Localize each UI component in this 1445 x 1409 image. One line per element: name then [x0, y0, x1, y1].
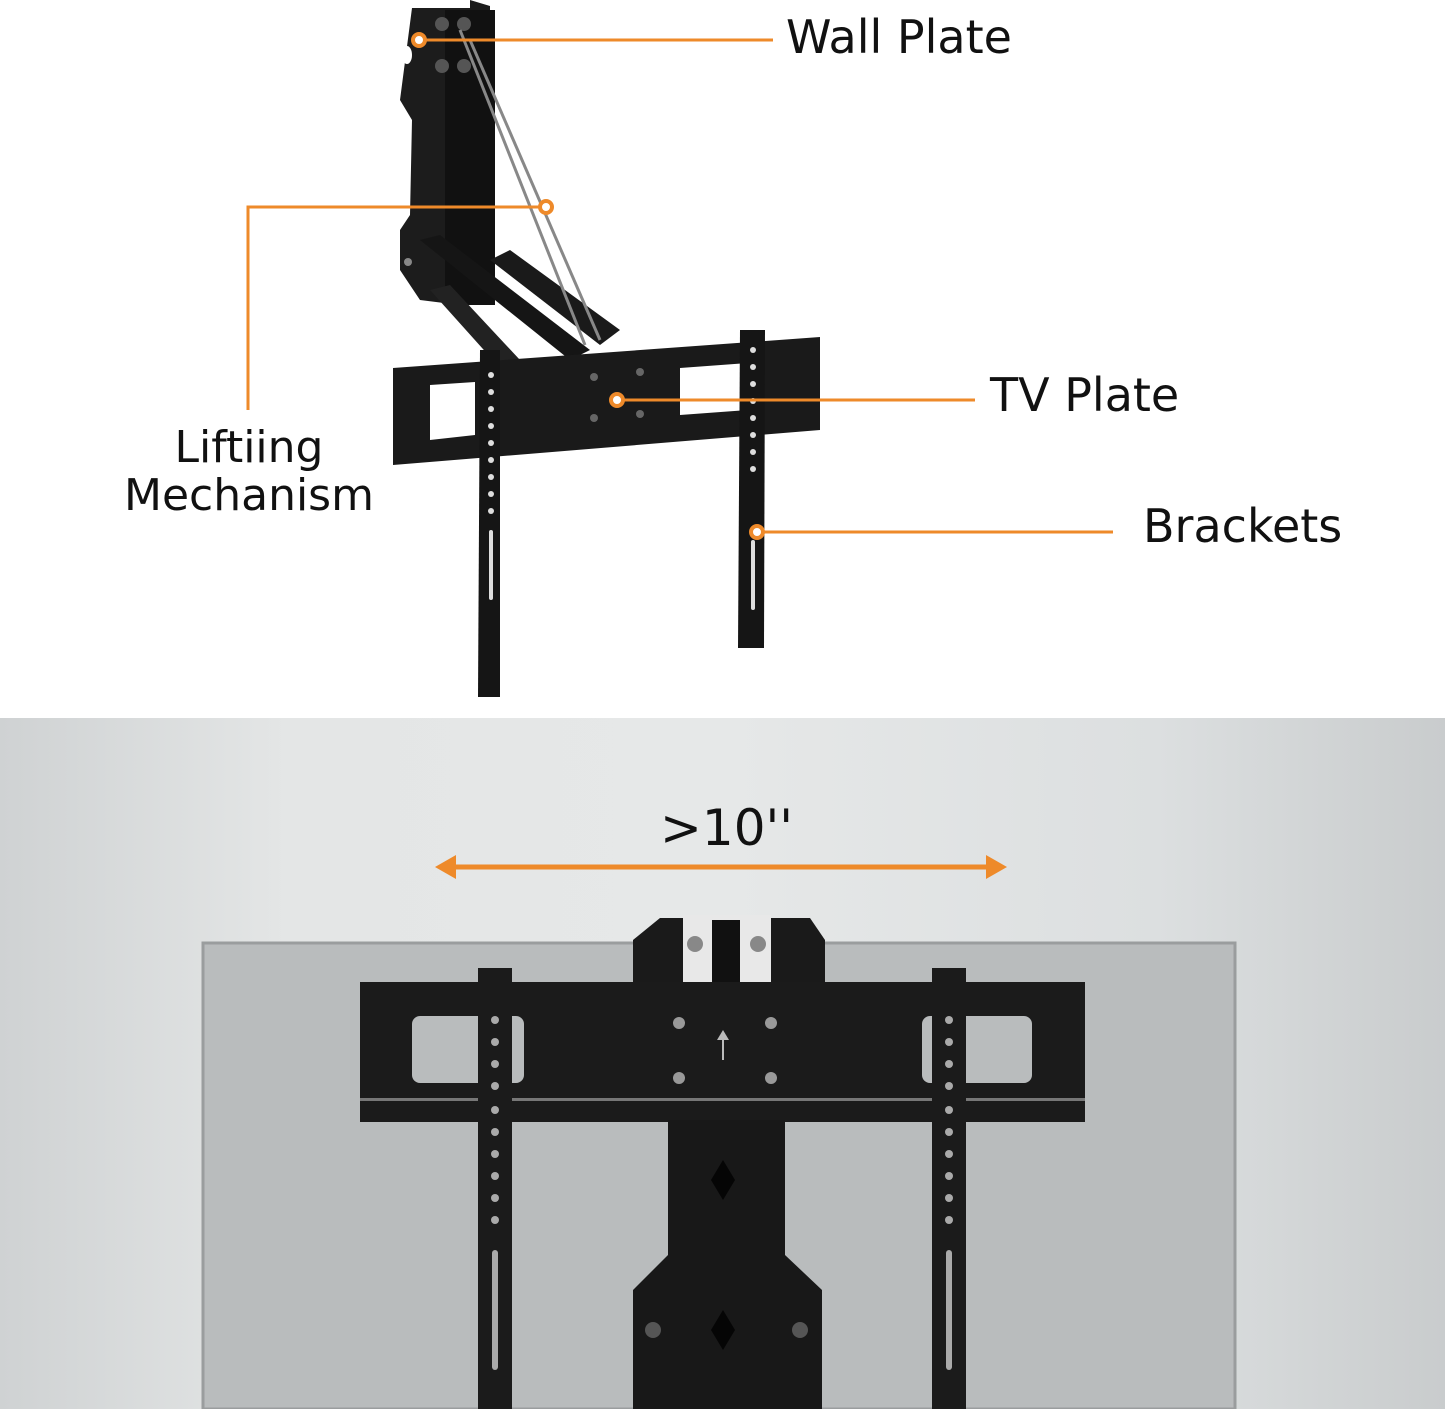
dimension-arrow [435, 855, 1007, 879]
brackets-graphic [478, 330, 765, 697]
brackets-label: Brackets [1143, 499, 1343, 553]
wall-plate-label: Wall Plate [786, 10, 1012, 64]
lifting-mechanism-graphic [420, 29, 620, 368]
lifting-mechanism-label-line2: Mechanism [124, 470, 374, 521]
tv-plate-label: TV Plate [990, 368, 1180, 422]
wall-plate-callout-dot [411, 32, 427, 48]
brackets-callout-dot [749, 524, 765, 540]
installed-mount-graphic [360, 915, 1085, 1409]
arrow-right-icon [986, 855, 1007, 879]
tv-plate-callout-dot [609, 392, 625, 408]
arrow-left-icon [435, 855, 456, 879]
lifting-mechanism-callout-line [246, 205, 546, 410]
dimension-label: >10'' [660, 799, 794, 857]
lifting-mechanism-label: Liftiing Mechanism [118, 424, 380, 520]
lifting-mechanism-label-line1: Liftiing [174, 422, 324, 473]
lifting-mechanism-callout-dot [538, 199, 554, 215]
callout-dots [411, 32, 765, 540]
callout-lines [246, 38, 1113, 534]
